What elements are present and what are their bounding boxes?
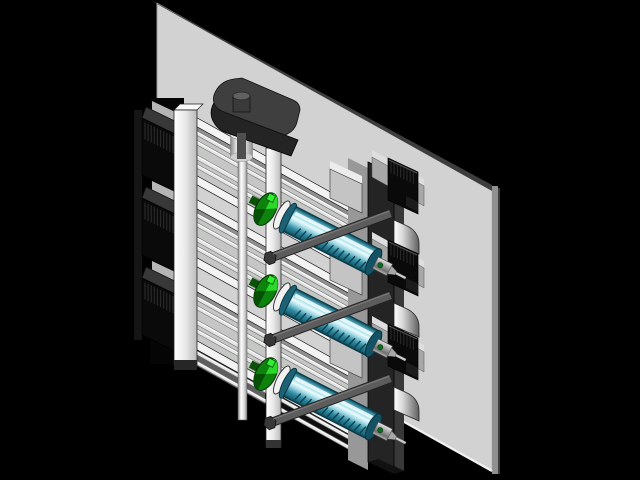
syringe-2: [248, 271, 407, 362]
tick: [343, 334, 351, 343]
tick: [321, 241, 329, 250]
knob-dark-facet: [253, 209, 266, 225]
carriage-top: [330, 161, 362, 184]
tick: [326, 409, 334, 418]
carriage-block-1: [329, 161, 363, 214]
carriage-rail-foot: [266, 440, 281, 448]
motor-top-edge: [388, 325, 418, 340]
panel-right-edge: [492, 186, 498, 474]
needle-cone: [387, 265, 397, 275]
knob-notch: [265, 274, 277, 285]
right-assembly-1: [371, 150, 425, 255]
column-bottom-face: [368, 459, 404, 474]
stepper-motor-right-3: [387, 323, 419, 381]
left-rail-foot: [174, 360, 197, 370]
lead-screw-shaft: [237, 156, 248, 421]
knob-notch: [265, 357, 277, 368]
tick: [332, 412, 340, 420]
left-motor-side-faces: [134, 110, 142, 340]
tick: [299, 312, 307, 321]
tick: [359, 426, 367, 434]
knob-dark-facet: [253, 291, 266, 307]
pusher-rod-2: [263, 290, 394, 348]
tick: [348, 337, 356, 346]
luer-dot: [377, 427, 384, 434]
top-clamp-bracket: [210, 77, 301, 159]
plunger-knob-3[interactable]: [249, 354, 283, 394]
carriage-front: [329, 168, 363, 214]
pusher-rod-1: [263, 208, 394, 266]
right-assembly-3: [371, 316, 425, 422]
shaft-coupler-clip-2: [393, 302, 420, 338]
tick: [321, 323, 329, 332]
tick: [321, 406, 329, 415]
tick: [359, 343, 367, 351]
motor-top-edge: [388, 241, 418, 256]
tick: [304, 233, 313, 242]
tick: [353, 423, 362, 431]
left-rail: [173, 103, 204, 370]
tick: [332, 247, 340, 255]
left-rail-front: [173, 109, 198, 366]
needle: [395, 436, 407, 445]
tick: [337, 415, 345, 423]
motor-connector: [406, 362, 418, 378]
knob-notch: [265, 192, 277, 203]
panel-right-edge-dark: [498, 188, 500, 474]
pusher-highlight: [272, 375, 390, 420]
motor-connector: [406, 196, 418, 212]
luer-dot: [377, 344, 384, 351]
tick: [348, 420, 356, 429]
tick: [353, 340, 362, 348]
clamp-shaft: [237, 133, 246, 159]
tick: [353, 258, 362, 266]
stepper-motor-left-3: [141, 261, 188, 356]
motor-top-edge: [388, 159, 418, 174]
needle-cone: [387, 347, 397, 357]
needle: [395, 271, 407, 280]
motor-connector: [406, 278, 418, 294]
plunger-knob-2[interactable]: [249, 271, 283, 311]
tick: [299, 395, 307, 404]
clamp-top-face: [213, 77, 301, 136]
right-assembly-2: [371, 232, 425, 338]
tick: [337, 332, 345, 340]
clamp-front-face: [210, 99, 299, 157]
clamp-pin-top: [232, 91, 251, 101]
syringe-3: [248, 354, 407, 445]
tick: [359, 261, 367, 269]
panel-top-edge: [151, 0, 492, 191]
plunger-knob-1[interactable]: [249, 189, 283, 229]
shaft-coupler-clip-3: [393, 386, 420, 422]
tick: [294, 310, 302, 318]
tick: [299, 230, 307, 239]
tick: [304, 315, 313, 324]
pusher-highlight: [272, 292, 390, 337]
tick: [304, 398, 313, 407]
tick: [332, 329, 340, 337]
stepper-motor-right-1: [387, 157, 419, 215]
tick: [343, 417, 351, 426]
pusher-rod-3: [263, 373, 394, 431]
tick: [337, 250, 345, 258]
pusher-highlight: [272, 210, 390, 255]
tick: [343, 252, 351, 261]
stepper-motor-right-2: [387, 239, 419, 297]
luer-dot: [377, 262, 384, 269]
tick: [348, 255, 356, 264]
tick: [294, 393, 302, 401]
tick: [326, 326, 334, 335]
tick: [294, 228, 302, 236]
needle: [395, 353, 407, 362]
needle-cone: [387, 430, 397, 440]
knob-dark-facet: [253, 374, 266, 390]
tick: [326, 244, 334, 253]
